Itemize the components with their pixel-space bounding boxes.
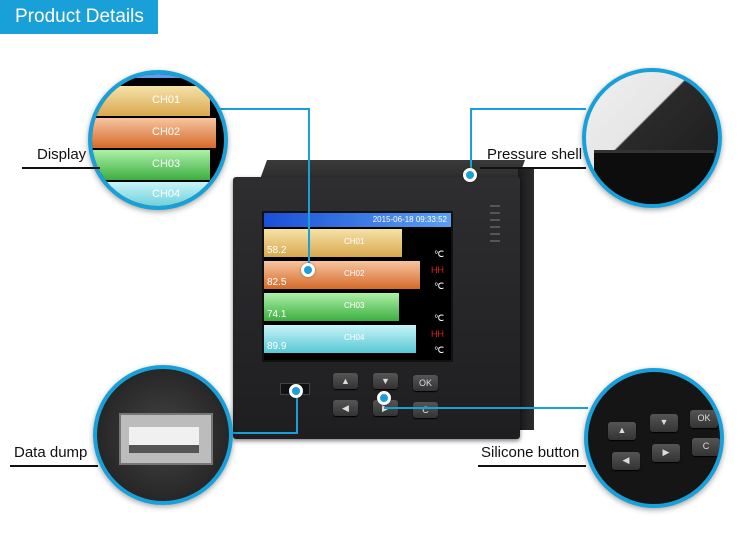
left-key[interactable]: ◀ [333,400,358,416]
channel-unit: ℃ [434,313,445,323]
zoom-channel-name: CH03 [152,158,181,170]
zoom-ok-key: OK [690,410,718,428]
channel-unit: ℃ [434,345,445,355]
zoom-down-key: ▼ [650,414,678,432]
display-marker [301,263,315,277]
vent-slot [490,205,500,207]
zoom-channel-name: CH01 [152,94,181,106]
zoom-channel-name: CH04 [152,188,181,200]
display-label: Display [37,146,87,163]
connector-line [212,108,310,110]
page-title: Product Details [0,0,158,34]
zoom-left-key: ◀ [612,452,640,470]
channel-alarm: HH [431,329,444,339]
vent-slot [490,226,500,228]
usb-marker [289,384,303,398]
label-underline [10,465,98,467]
channel-name: CH04 [344,333,365,342]
display-zoom-bubble: CH01 CH02 CH03 CH04 [88,70,228,210]
screen-datetime: 2015-06-18 09:33:52 [264,213,451,227]
connector-line [296,391,298,433]
vent-slot [490,240,500,242]
channel-value: 58.2 [267,245,287,256]
label-underline [22,167,100,169]
connector-line [470,108,472,174]
channel-value: 82.5 [267,277,287,288]
label-underline [480,167,586,169]
channel-name: CH01 [344,237,365,246]
pressure-shell-label: Pressure shell [487,146,583,163]
data-dump-label: Data dump [14,444,88,461]
vent-slot [490,219,500,221]
channel-alarm: HH [431,265,444,275]
silicone-button-label: Silicone button [481,444,580,461]
channel-name: CH02 [344,269,365,278]
channel-name: CH03 [344,301,365,310]
zoom-up-key: ▲ [608,422,636,440]
vent-slot [490,233,500,235]
button-marker [377,391,391,405]
shell-marker [463,168,477,182]
channel-value: 89.9 [267,341,287,352]
up-key[interactable]: ▲ [333,373,358,389]
zoom-c-key: C [692,438,720,456]
connector-line [470,108,586,110]
buttons-zoom-bubble: ▲ ▼ OK ◀ ▶ C [584,368,724,508]
zoom-channel-name: CH02 [152,126,181,138]
channel-bar [264,261,420,289]
channel-bar [264,293,399,321]
device-side [518,168,534,430]
zoom-right-key: ▶ [652,444,680,462]
ok-key[interactable]: OK [413,375,438,391]
channel-value: 74.1 [267,309,287,320]
usb-zoom-bubble [93,365,233,505]
connector-line [384,407,588,409]
connector-line [308,108,310,270]
channel-bar [264,325,416,353]
channel-bar [264,229,402,257]
connector-line [208,432,298,434]
down-key[interactable]: ▼ [373,373,398,389]
device-screen: 2015-06-18 09:33:52 CH01 58.2 ℃ CH02 82.… [262,211,453,362]
c-key[interactable]: C [413,402,438,418]
channel-unit: ℃ [434,249,445,259]
shell-zoom-bubble [582,68,722,208]
label-underline [478,465,586,467]
vent-slot [490,212,500,214]
channel-unit: ℃ [434,281,445,291]
